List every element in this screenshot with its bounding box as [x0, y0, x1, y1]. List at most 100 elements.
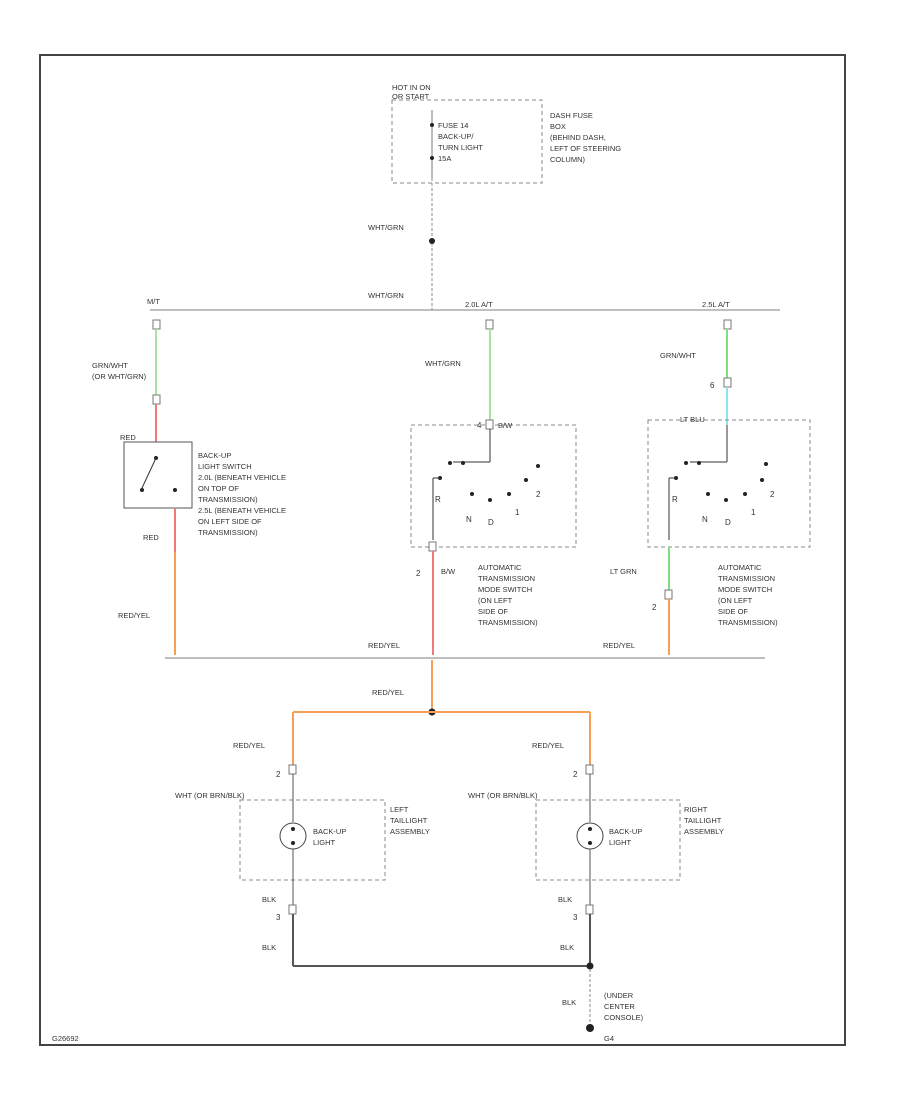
lamp-left-label-2: LIGHT — [313, 838, 336, 847]
mode-mid-desc-3: MODE SWITCH — [478, 585, 532, 594]
wire-label-wht-grn-2: WHT/GRN — [368, 291, 404, 300]
wire-label-blk-1: BLK — [262, 895, 276, 904]
mode-right-contact-n — [697, 461, 701, 465]
mode-mid-letter-2: 2 — [536, 490, 541, 499]
mode-right-letter-1: 1 — [751, 508, 756, 517]
fuse-line-3: TURN LIGHT — [438, 143, 483, 152]
mode-right-pin-bottom: 2 — [652, 603, 657, 612]
wire-label-red-top: RED — [120, 433, 136, 442]
mode-mid-contact-n — [461, 461, 465, 465]
wire-label-red-yel-right: RED/YEL — [603, 641, 635, 650]
splice-ground — [586, 962, 594, 970]
connector-right-top — [723, 319, 732, 330]
wire-label-red-yel-lamp-right: RED/YEL — [532, 741, 564, 750]
fuse-desc-1: DASH FUSE — [550, 111, 593, 120]
mode-mid-contact-2 — [507, 492, 511, 496]
mode-switch-mid-box — [410, 424, 577, 548]
ground-desc-2: CENTER — [604, 1002, 635, 1011]
dash-fuse-box — [391, 99, 543, 184]
lamp-left-filament-bottom — [291, 841, 295, 845]
wire-label-red-yel-lamp-left: RED/YEL — [233, 741, 265, 750]
mode-right-contact-3 — [724, 498, 728, 502]
wire-label-b-w: B/W — [441, 567, 456, 576]
connector-switch-top — [152, 394, 161, 405]
backup-switch-desc-3: 2.0L (BENEATH VEHICLE — [198, 473, 286, 482]
mode-mid-desc-1: AUTOMATIC — [478, 563, 522, 572]
backup-switch-desc-1: BACK-UP — [198, 451, 231, 460]
wire-label-wht-grn-1: WHT/GRN — [368, 223, 404, 232]
lamp-right-pin-top: 2 — [573, 770, 578, 779]
lamp-right-pin-bottom: 3 — [573, 913, 578, 922]
lamp-left-desc-2: TAILLIGHT — [390, 816, 428, 825]
lamp-right-label-2: LIGHT — [609, 838, 632, 847]
lamp-right-desc-2: TAILLIGHT — [684, 816, 722, 825]
backup-switch-desc-8: TRANSMISSION) — [198, 528, 258, 537]
fuse-desc-3: (BEHIND DASH, — [550, 133, 606, 142]
lamp-right-desc-1: RIGHT — [684, 805, 708, 814]
mode-right-letter-n: N — [702, 515, 708, 524]
wire-label-lt-grn: LT GRN — [610, 567, 637, 576]
lamp-left-pin-top: 2 — [276, 770, 281, 779]
wire-label-blk-4: BLK — [562, 998, 576, 1007]
label-mt: M/T — [147, 297, 160, 306]
mode-mid-letter-1: 1 — [515, 508, 520, 517]
connector-lamp-right-top — [585, 764, 594, 775]
ground-desc-3: CONSOLE) — [604, 1013, 644, 1022]
mode-right-pin-top-label: LT BLU — [680, 415, 705, 424]
label-at-mid: 2.0L A/T — [465, 300, 493, 309]
lamp-left-pin-bottom: 3 — [276, 913, 281, 922]
fuse-desc-4: LEFT OF STEERING — [550, 144, 621, 153]
mode-mid-contact-1 — [524, 478, 528, 482]
backup-switch-desc-2: LIGHT SWITCH — [198, 462, 252, 471]
fuse-line-1: FUSE 14 — [438, 121, 468, 130]
lamp-right-desc-3: ASSEMBLY — [684, 827, 724, 836]
backup-switch-blade — [141, 457, 157, 489]
mode-mid-desc-6: TRANSMISSION) — [478, 618, 538, 627]
lamp-right-bulb — [576, 822, 604, 850]
mode-right-pin-top: 6 — [710, 381, 715, 390]
fuse-line-4: 15A — [438, 154, 451, 163]
connector-mid-pin2 — [428, 541, 437, 552]
mode-mid-desc-2: TRANSMISSION — [478, 574, 535, 583]
mode-right-contact-1 — [760, 478, 764, 482]
mode-right-letter-d: D — [725, 518, 731, 527]
wire-label-red-yel-splice: RED/YEL — [372, 688, 404, 697]
mode-right-letter-r: R — [672, 495, 678, 504]
lamp-right-filament-bottom — [588, 841, 592, 845]
mode-right-desc-4: (ON LEFT — [718, 596, 753, 605]
mode-switch-right-box — [647, 419, 811, 548]
mode-right-desc-1: AUTOMATIC — [718, 563, 762, 572]
fuse-hot-label-2: OR START — [392, 92, 430, 101]
backup-switch-desc-6: 2.5L (BENEATH VEHICLE — [198, 506, 286, 515]
wire-label-blk-3b: BLK — [560, 943, 574, 952]
backup-switch-box — [123, 441, 193, 509]
mode-right-desc-5: SIDE OF — [718, 607, 748, 616]
backup-switch-desc-4: ON TOP OF — [198, 484, 239, 493]
diagram-frame — [39, 54, 846, 1046]
diagram-code: G26692 — [52, 1034, 79, 1043]
backup-switch-contact-right — [173, 488, 177, 492]
mode-right-desc-6: TRANSMISSION) — [718, 618, 778, 627]
mode-right-desc-3: MODE SWITCH — [718, 585, 772, 594]
connector-lamp-left-bottom — [288, 904, 297, 915]
connector-lamp-right-bottom — [585, 904, 594, 915]
mode-mid-desc-5: SIDE OF — [478, 607, 508, 616]
lamp-right-filament-top — [588, 827, 592, 831]
lamp-right-connector: WHT (OR BRN/BLK) — [468, 791, 538, 800]
mode-mid-pin-bottom: 2 — [416, 569, 421, 578]
ground-desc-1: (UNDER — [604, 991, 634, 1000]
mode-mid-contact-x — [536, 464, 540, 468]
ground-name: G4 — [604, 1034, 614, 1043]
mode-right-contact-d — [706, 492, 710, 496]
mode-mid-desc-4: (ON LEFT — [478, 596, 513, 605]
connector-left-top — [152, 319, 161, 330]
backup-switch-desc-7: ON LEFT SIDE OF — [198, 517, 262, 526]
fuse-line-2: BACK-UP/ — [438, 132, 474, 141]
lamp-left-desc-1: LEFT — [390, 805, 409, 814]
lamp-left-label-1: BACK-UP — [313, 827, 346, 836]
mode-mid-contact-3 — [488, 498, 492, 502]
connector-right-mid — [723, 377, 732, 388]
mode-mid-letter-r: R — [435, 495, 441, 504]
wire-label-red-bottom: RED — [143, 533, 159, 542]
